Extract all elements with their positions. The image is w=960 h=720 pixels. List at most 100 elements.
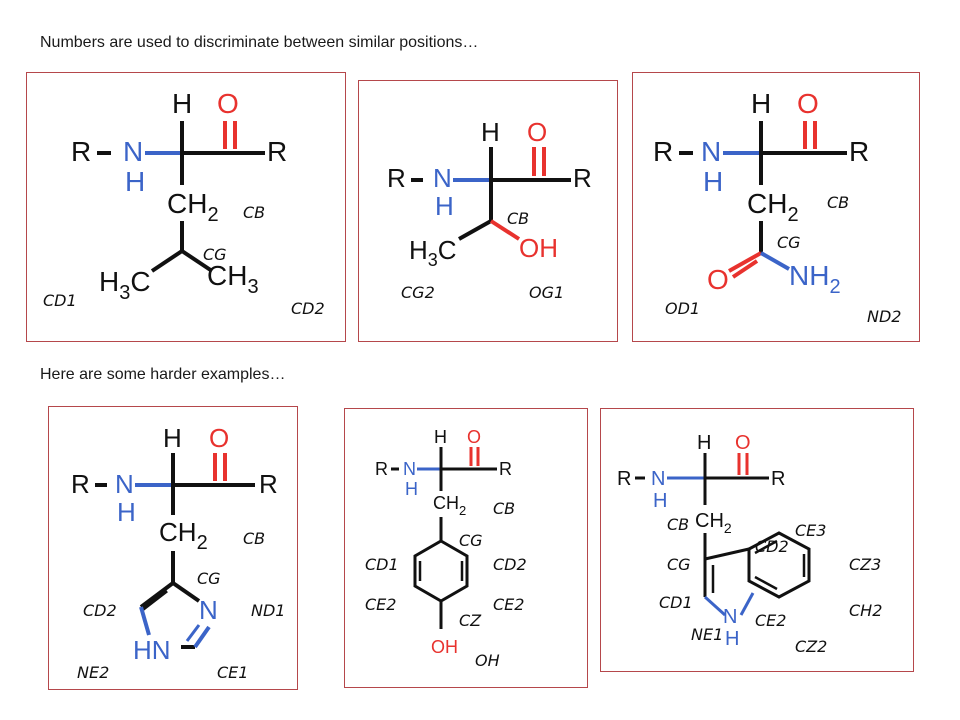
label-cb: CB bbox=[667, 515, 690, 534]
svg-text:O: O bbox=[217, 88, 239, 119]
label-ce2-left: CE2 bbox=[365, 595, 397, 614]
svg-text:OH: OH bbox=[519, 233, 558, 263]
leucine-structure: R N H H O R CH2 H3C CH3 bbox=[71, 88, 287, 304]
svg-text:H: H bbox=[697, 432, 711, 454]
label-cd2: CD2 bbox=[83, 601, 117, 620]
svg-text:R: R bbox=[71, 469, 90, 499]
svg-text:H: H bbox=[653, 490, 667, 512]
label-cg: CG bbox=[459, 531, 483, 550]
label-cb: CB bbox=[243, 203, 266, 222]
svg-text:H: H bbox=[435, 191, 454, 221]
svg-text:R: R bbox=[573, 163, 592, 193]
label-cg: CG bbox=[667, 555, 691, 574]
caption-top: Numbers are used to discriminate between… bbox=[40, 34, 479, 51]
svg-text:H: H bbox=[117, 497, 136, 527]
label-cd2: CD2 bbox=[493, 555, 527, 574]
label-cg: CG bbox=[197, 569, 221, 588]
label-cg2: CG2 bbox=[401, 283, 435, 302]
panel-tyrosine: R N H H O R CH2 OH CB CG CD1 CD2 CE2 CE2… bbox=[344, 408, 588, 688]
svg-text:CH2: CH2 bbox=[433, 493, 466, 518]
svg-text:O: O bbox=[707, 264, 729, 295]
svg-text:CH2: CH2 bbox=[747, 188, 799, 226]
svg-text:H: H bbox=[163, 423, 182, 453]
svg-text:CH3: CH3 bbox=[207, 260, 259, 298]
svg-text:HN: HN bbox=[133, 635, 171, 665]
caption-bottom: Here are some harder examples… bbox=[40, 366, 286, 383]
svg-text:N: N bbox=[403, 459, 416, 479]
svg-text:OH: OH bbox=[431, 637, 458, 657]
label-cd2: CD2 bbox=[291, 299, 325, 318]
label-oh: OH bbox=[475, 651, 500, 670]
label-cg: CG bbox=[777, 233, 801, 252]
svg-text:R: R bbox=[499, 459, 512, 479]
panel-asparagine: R N H H O R CH2 O NH2 CB CG OD1 ND2 bbox=[632, 72, 920, 342]
label-ne2: NE2 bbox=[77, 663, 110, 682]
svg-text:O: O bbox=[209, 423, 229, 453]
histidine-structure: R N H H O R CH2 N HN bbox=[71, 423, 278, 665]
svg-text:H: H bbox=[405, 479, 418, 499]
label-ce3: CE3 bbox=[795, 521, 827, 540]
panel-histidine: R N H H O R CH2 N HN CB CG CD2 bbox=[48, 406, 298, 690]
svg-text:N: N bbox=[199, 595, 218, 625]
label-ne1: NE1 bbox=[691, 625, 724, 644]
label-ce2-right: CE2 bbox=[493, 595, 525, 614]
svg-text:O: O bbox=[797, 88, 819, 119]
threonine-structure: R N H H O R H3C OH bbox=[387, 117, 592, 270]
asparagine-structure: R N H H O R CH2 O NH2 bbox=[653, 88, 869, 298]
svg-text:R: R bbox=[71, 136, 91, 167]
panel-tryptophan: R N H H O R CH2 N H bbox=[600, 408, 914, 672]
label-cg: CG bbox=[203, 245, 227, 264]
label-cb: CB bbox=[243, 529, 266, 548]
label-og1: OG1 bbox=[529, 283, 565, 302]
svg-text:R: R bbox=[849, 136, 869, 167]
label-nd1: ND1 bbox=[251, 601, 286, 620]
svg-text:N: N bbox=[115, 469, 134, 499]
label-cz3: CZ3 bbox=[849, 555, 882, 574]
label-nd2: ND2 bbox=[867, 307, 902, 326]
svg-text:O: O bbox=[527, 117, 547, 147]
svg-text:H: H bbox=[125, 166, 145, 197]
label-ch2: CH2 bbox=[849, 601, 883, 620]
svg-text:NH2: NH2 bbox=[789, 260, 841, 298]
label-od1: OD1 bbox=[665, 299, 701, 318]
label-cb: CB bbox=[827, 193, 850, 212]
svg-text:H: H bbox=[725, 628, 739, 650]
label-cd1: CD1 bbox=[659, 593, 693, 612]
svg-text:H: H bbox=[434, 427, 447, 447]
label-ce1: CE1 bbox=[217, 663, 249, 682]
svg-text:R: R bbox=[653, 136, 673, 167]
svg-text:N: N bbox=[433, 163, 452, 193]
svg-text:N: N bbox=[651, 468, 665, 490]
svg-text:R: R bbox=[267, 136, 287, 167]
label-cb: CB bbox=[507, 209, 530, 228]
svg-text:O: O bbox=[467, 427, 481, 447]
label-cb: CB bbox=[493, 499, 516, 518]
tyrosine-structure: R N H H O R CH2 OH bbox=[375, 427, 512, 657]
svg-text:N: N bbox=[123, 136, 143, 167]
svg-text:H: H bbox=[481, 117, 500, 147]
svg-text:CH2: CH2 bbox=[167, 188, 219, 226]
label-cz: CZ bbox=[459, 611, 482, 630]
panel-threonine: R N H H O R H3C OH CB CG2 OG1 bbox=[358, 80, 618, 342]
label-ce2: CE2 bbox=[755, 611, 787, 630]
svg-text:H: H bbox=[172, 88, 192, 119]
svg-text:R: R bbox=[771, 468, 785, 490]
svg-text:N: N bbox=[701, 136, 721, 167]
svg-text:R: R bbox=[375, 459, 388, 479]
label-cd1: CD1 bbox=[365, 555, 399, 574]
svg-text:O: O bbox=[735, 432, 751, 454]
svg-text:N: N bbox=[723, 606, 737, 628]
svg-text:R: R bbox=[617, 468, 631, 490]
svg-text:H3C: H3C bbox=[409, 235, 457, 270]
svg-text:R: R bbox=[259, 469, 278, 499]
label-cd2: CD2 bbox=[755, 537, 789, 556]
label-cz2: CZ2 bbox=[795, 637, 828, 656]
panel-leucine: R N H H O R CH2 H3C CH3 CB CG CD1 CD2 bbox=[26, 72, 346, 342]
svg-text:CH2: CH2 bbox=[695, 510, 732, 536]
svg-text:H3C: H3C bbox=[99, 266, 151, 304]
svg-text:H: H bbox=[751, 88, 771, 119]
svg-text:R: R bbox=[387, 163, 406, 193]
tryptophan-structure: R N H H O R CH2 N H bbox=[617, 432, 811, 650]
svg-text:CH2: CH2 bbox=[159, 517, 208, 554]
svg-text:H: H bbox=[703, 166, 723, 197]
